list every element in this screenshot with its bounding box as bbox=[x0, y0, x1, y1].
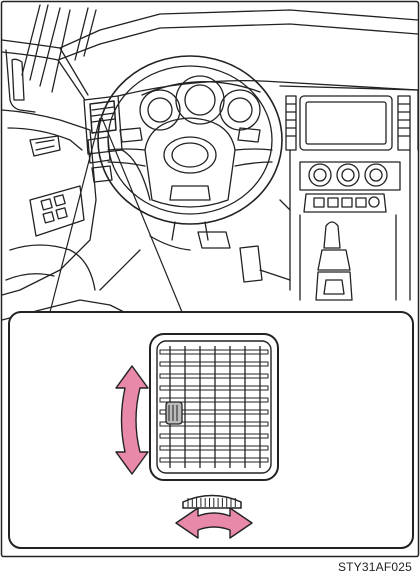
vent-slat bbox=[160, 362, 268, 366]
figure-code: STY31AF025 bbox=[338, 560, 412, 574]
vent-slat bbox=[160, 386, 268, 390]
vent-knob bbox=[166, 402, 182, 424]
vent-slat bbox=[160, 350, 268, 354]
vent-slat bbox=[160, 446, 268, 450]
air-vent-closeup bbox=[150, 334, 278, 480]
vent-slat bbox=[160, 434, 268, 438]
vent-slat bbox=[160, 374, 268, 378]
vent-slat bbox=[160, 458, 268, 462]
